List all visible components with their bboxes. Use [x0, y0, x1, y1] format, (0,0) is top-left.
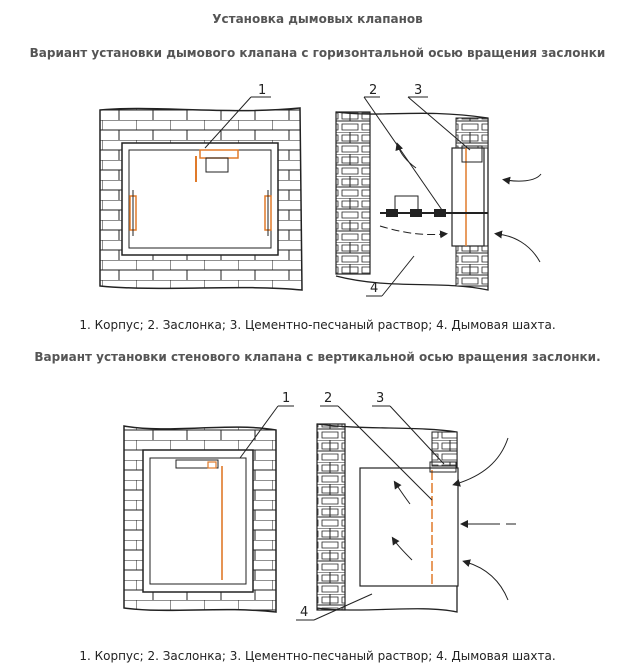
s1-callout-4: 4: [370, 281, 378, 296]
s2-flow-arrow-3: [462, 559, 509, 601]
s1-flow-arrow-2: [379, 225, 448, 239]
s2-actuator-side: [429, 461, 457, 473]
s1-frame-inner: [128, 149, 272, 249]
s2-flow-arrow-1: [452, 437, 509, 487]
s1-valve-body: [451, 147, 485, 247]
s1-callout-2: 2: [369, 83, 377, 98]
s1-callout-1: 1: [258, 83, 266, 98]
s2-callout-4: 4: [300, 605, 308, 620]
s2-flow-arrow-4: [393, 480, 411, 505]
s1-shaft-wall-left: [335, 111, 371, 275]
s2-shaft-wall-right-top: [431, 431, 458, 467]
s1-mechanism: [195, 149, 239, 182]
s2-actuator: [207, 461, 217, 469]
s1-callout-3: 3: [414, 83, 422, 98]
s1-actuator: [461, 145, 483, 163]
section1-caption: 1. Корпус; 2. Заслонка; 3. Цементно-песч…: [79, 318, 556, 332]
s2-side-view: [316, 423, 516, 613]
s2-frame-inner: [149, 457, 247, 585]
s2-valve-body: [359, 467, 459, 587]
s2-callout-1: 1: [282, 391, 290, 406]
s2-flow-arrow-5: [391, 536, 413, 561]
section1-heading: Вариант установки дымового клапана с гор…: [29, 46, 606, 60]
s1-hinge-left: [129, 190, 137, 236]
s1-flow-arrow-4: [494, 230, 541, 263]
s1-callouts: 1 2 3 4: [204, 83, 471, 297]
s1-flow-arrow-3: [502, 173, 542, 185]
s2-shaft-wall-left: [316, 423, 346, 611]
s2-callout-2: 2: [324, 391, 332, 406]
s1-shaft-outline: [335, 111, 489, 291]
s2-callouts: 1 2 3 4: [239, 391, 445, 621]
s1-damper: [380, 195, 488, 217]
s1-side-view: [335, 111, 542, 291]
s1-front-view: [99, 107, 303, 291]
s2-front-view: [123, 425, 277, 613]
s2-callout-3: 3: [376, 391, 384, 406]
s1-shaft-wall-right-top: [455, 117, 489, 149]
s1-shaft-wall-right-bottom: [455, 245, 489, 287]
s2-mechanism: [175, 459, 219, 469]
s1-hinge-right: [264, 190, 272, 236]
page-title: Установка дымовых клапанов: [212, 12, 423, 26]
section2-caption: 1. Корпус; 2. Заслонка; 3. Цементно-песч…: [79, 649, 556, 663]
section2-heading: Вариант установки стенового клапана с ве…: [34, 350, 601, 364]
